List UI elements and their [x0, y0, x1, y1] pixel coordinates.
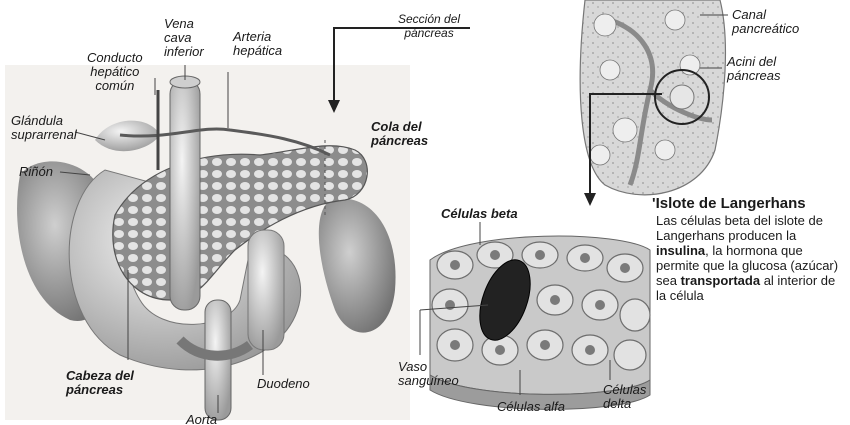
vena-cava — [170, 80, 200, 310]
label-celulas-beta: Células beta — [441, 207, 518, 221]
islote-description: Las células beta del islote de Langerhan… — [656, 213, 846, 303]
label-rinon: Riñón — [19, 165, 53, 179]
islote-title: 'Islote de Langerhans — [652, 195, 806, 212]
islote-transportada: transportada — [681, 273, 760, 288]
label-celulas-alfa: Células alfa — [497, 400, 565, 414]
islote-insulina: insulina — [656, 243, 705, 258]
label-aorta: Aorta — [186, 413, 217, 425]
label-duodeno: Duodeno — [257, 377, 310, 391]
islote-text-before: Las células beta del islote de Langerhan… — [656, 213, 823, 243]
